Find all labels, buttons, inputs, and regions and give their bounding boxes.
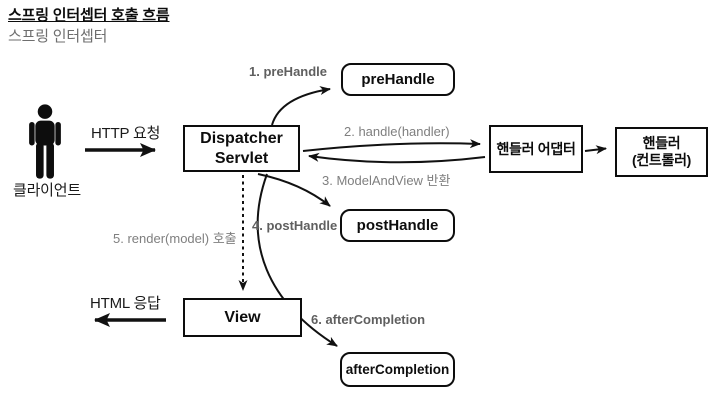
posthandle-box: postHandle [340, 209, 455, 242]
aftercompletion-box: afterCompletion [340, 352, 455, 387]
html-response-label: HTML 응답 [90, 295, 161, 312]
prehandle-box: preHandle [341, 63, 455, 96]
arrow-step2-handle [302, 139, 481, 152]
page-title: 스프링 인터셉터 호출 흐름 [8, 7, 170, 24]
client-label: 클라이언트 [12, 182, 81, 199]
dispatcher-servlet-line1: Dispatcher [200, 129, 283, 147]
step6-label: 6. afterCompletion [311, 312, 426, 327]
step1-label: 1. preHandle [249, 64, 328, 79]
dispatcher-servlet-box: Dispatcher Servlet [183, 125, 300, 172]
dispatcher-servlet-line2: Servlet [214, 149, 269, 167]
http-request-label: HTTP 요청 [91, 125, 161, 142]
arrow-step3-modelandview-return [308, 152, 486, 164]
arrow-step4-posthandle [257, 173, 331, 207]
handler-controller-line2: (컨트롤러) [631, 152, 692, 168]
handler-adapter-box: 핸들러 어댑터 [489, 125, 583, 173]
handler-controller-box: 핸들러 (컨트롤러) [615, 127, 708, 177]
aftercompletion-label: afterCompletion [345, 362, 450, 377]
arrow-step1-prehandle [271, 86, 331, 126]
handler-controller-line1: 핸들러 [642, 135, 681, 151]
step5-label: 5. render(model) 호출 [113, 231, 237, 246]
posthandle-label: postHandle [356, 217, 439, 234]
client-person-icon [22, 104, 68, 180]
page-subtitle: 스프링 인터셉터 [8, 28, 108, 45]
handler-adapter-label: 핸들러 어댑터 [496, 141, 576, 157]
view-box: View [183, 298, 302, 337]
step2-label: 2. handle(handler) [344, 124, 450, 139]
view-label: View [224, 308, 261, 326]
step3-label: 3. ModelAndView 반환 [322, 173, 451, 188]
step4-label: 4. postHandle [252, 218, 338, 233]
arrow-adapter-to-handler [584, 145, 607, 155]
prehandle-label: preHandle [361, 71, 435, 88]
